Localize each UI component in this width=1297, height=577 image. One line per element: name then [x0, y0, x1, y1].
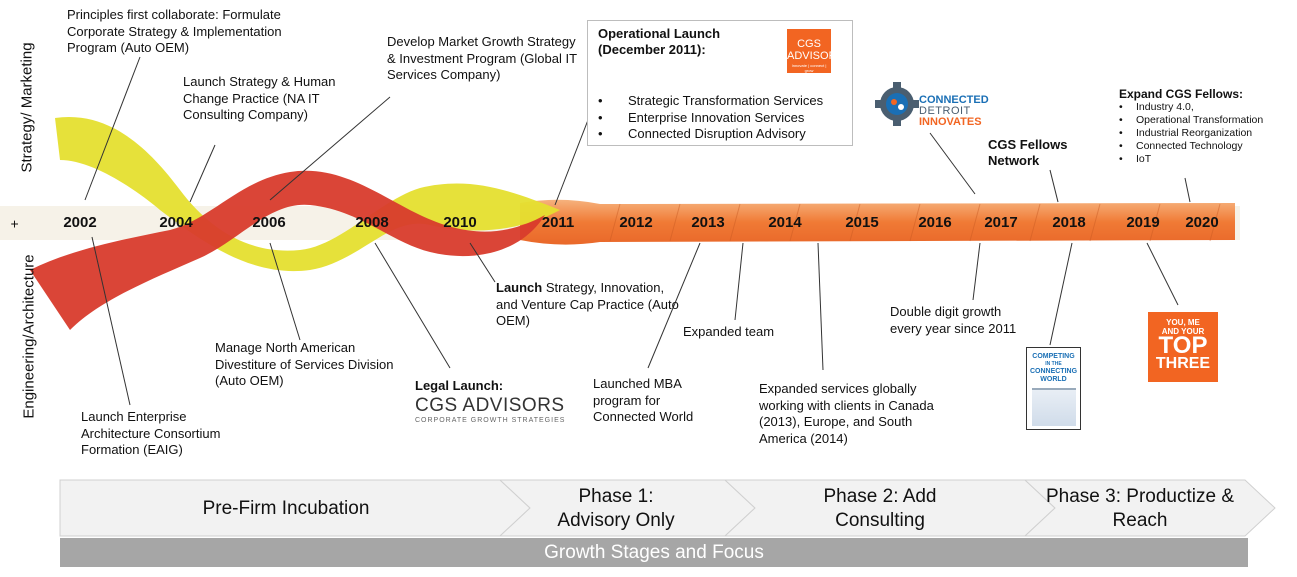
- year-2015: 2015: [845, 214, 879, 231]
- year-2017: 2017: [984, 214, 1018, 231]
- list-item: Strategic Transformation Services: [598, 93, 823, 110]
- note-expanded-services: Expanded services globally working with …: [759, 381, 934, 446]
- cgs-logo-text: CGS ADVISORS: [787, 38, 844, 62]
- list-item: Connected Technology: [1119, 140, 1263, 153]
- podcast-line3: TOP: [1158, 332, 1208, 359]
- note-expanded-team: Expanded team: [683, 324, 775, 339]
- list-item: Enterprise Innovation Services: [598, 110, 823, 127]
- legal-launch-brand: CGS ADVISORS: [415, 395, 565, 416]
- axis-label-engineering: Engineering/Architecture: [20, 254, 38, 419]
- red-rope: [30, 170, 545, 330]
- list-item: Industry 4.0,: [1119, 101, 1263, 114]
- note-launch-rest: Strategy, Innovation, and Venture Cap Pr…: [496, 280, 679, 328]
- year-2019: 2019: [1126, 214, 1160, 231]
- year-2020: 2020: [1185, 214, 1219, 231]
- note-launch-practice: Launch Strategy, Innovation, and Venture…: [496, 280, 686, 330]
- cgs-advisors-logo: CGS ADVISORS Innovate | connect | grow: [787, 29, 844, 73]
- note-launch-bold: Launch: [496, 280, 543, 295]
- note-launch-strategy: Launch Strategy & Human Change Practice …: [183, 74, 336, 122]
- fellows-list: Industry 4.0, Operational Transformation…: [1119, 101, 1263, 166]
- operational-launch-list: Strategic Transformation Services Enterp…: [598, 93, 823, 143]
- expand-cgs-fellows: Expand CGS Fellows: Industry 4.0, Operat…: [1119, 88, 1263, 166]
- orange-rope: [520, 199, 1235, 245]
- note-mba: Launched MBA program for Connected World: [593, 376, 694, 424]
- note-double-digit: Double digit growth every year since 201…: [890, 304, 1017, 336]
- note-principles: Principles first collaborate: Formulate …: [67, 7, 282, 55]
- fellows-title: Expand CGS Fellows: [1119, 87, 1240, 101]
- phase-label-3: Phase 3: Productize & Reach: [1046, 486, 1234, 531]
- legal-launch: Legal Launch: CGS ADVISORS CORPORATE GRO…: [415, 378, 565, 424]
- note-manage-divestiture: Manage North American Divestiture of Ser…: [215, 340, 394, 388]
- operational-launch-title: Operational Launch (December 2011):: [598, 26, 721, 57]
- cgs-logo-tagline: Innovate | connect | grow: [791, 63, 827, 73]
- operational-launch-box: Operational Launch (December 2011): Stra…: [587, 20, 853, 146]
- year-2002: 2002: [63, 214, 97, 231]
- note-develop-market: Develop Market Growth Strategy & Investm…: [387, 34, 577, 82]
- list-item: Operational Transformation: [1119, 114, 1263, 127]
- book-line4: WORLD: [1040, 375, 1067, 383]
- year-2006: 2006: [252, 214, 286, 231]
- list-item: IoT: [1119, 153, 1263, 166]
- year-2016: 2016: [918, 214, 952, 231]
- phase-label-2: Phase 2: Add Consulting: [823, 486, 937, 531]
- yellow-rope: [55, 116, 560, 272]
- podcast-line1: YOU, ME: [1166, 318, 1200, 327]
- cdi-line1: CONNECTED: [919, 94, 989, 106]
- note-cgs-fellows-network: CGS Fellows Network: [988, 137, 1068, 168]
- year-2013: 2013: [691, 214, 725, 231]
- podcast-line2: AND YOUR: [1161, 327, 1205, 336]
- legal-launch-sub: CORPORATE GROWTH STRATEGIES: [415, 417, 566, 424]
- cdi-line2: DETROIT: [919, 105, 971, 117]
- year-2012: 2012: [619, 214, 653, 231]
- book-line2: IN THE: [1045, 360, 1062, 367]
- podcast-logo: YOU, ME AND YOUR TOP THREE: [1148, 312, 1218, 382]
- phase-chevron-3: [1023, 479, 1276, 537]
- book-cover-image: COMPETING IN THE CONNECTING WORLD: [1026, 347, 1081, 430]
- book-line3: CONNECTING: [1029, 368, 1078, 375]
- year-2011: 2011: [541, 214, 575, 231]
- legal-launch-label: Legal Launch:: [415, 378, 504, 393]
- podcast-line4: THREE: [1155, 355, 1211, 372]
- year-2014: 2014: [768, 214, 802, 231]
- list-item: Connected Disruption Advisory: [598, 126, 823, 143]
- year-2010: 2010: [443, 214, 477, 231]
- footer-bar: Growth Stages and Focus: [60, 538, 1248, 567]
- year-2008: 2008: [355, 214, 389, 231]
- phase-label-incubation: Pre-Firm Incubation: [202, 498, 370, 519]
- axis-label-strategy: Strategy/ Marketing: [18, 42, 36, 173]
- year-2004: 2004: [159, 214, 193, 231]
- connected-detroit-logo: CONNECTED DETROIT INNOVATES: [919, 95, 989, 128]
- gear-icon: [875, 82, 919, 126]
- cdi-line3: INNOVATES: [919, 116, 982, 128]
- note-launch-ea-consortium: Launch Enterprise Architecture Consortiu…: [81, 409, 221, 457]
- phase-label-1: Phase 1: Advisory Only: [557, 486, 675, 531]
- list-item: Industrial Reorganization: [1119, 127, 1263, 140]
- year-2018: 2018: [1052, 214, 1086, 231]
- book-art: [1031, 388, 1076, 426]
- book-line1: COMPETING: [1032, 353, 1075, 360]
